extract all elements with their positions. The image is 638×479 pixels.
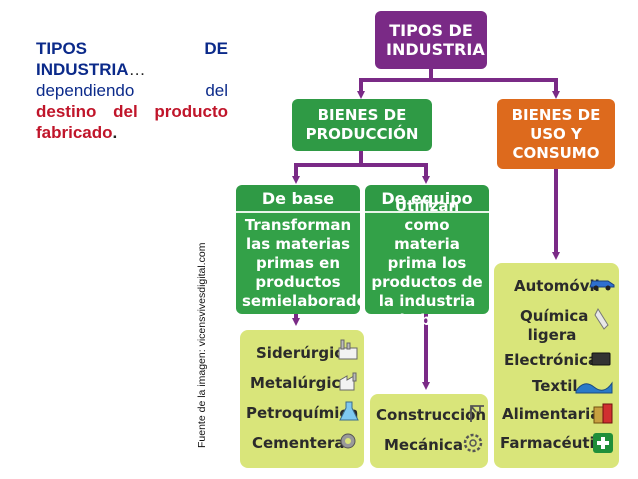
fabric-icon <box>575 381 613 394</box>
equipment-item-mecanica: Mecánica <box>384 436 463 454</box>
consumer-item-automovil: Automóvil <box>514 277 600 295</box>
production-box: BIENES DE PRODUCCIÓN <box>292 99 432 151</box>
base-description-box: Transforman las materias primas en produ… <box>236 213 376 314</box>
test-tube-icon <box>594 307 609 330</box>
root-box: TIPOS DE INDUSTRIA <box>375 11 487 69</box>
base-title: De base <box>261 188 335 208</box>
consumer-items-panel: Automóvil Química ligera Electrónica Tex… <box>494 263 619 468</box>
gear-icon <box>340 433 356 449</box>
base-description: Transforman las materias primas en produ… <box>242 216 376 310</box>
base-item-metalurgica: Metalúrgica <box>250 374 351 392</box>
medical-cross-icon <box>593 433 613 453</box>
consumer-item-alimentaria: Alimentaria <box>502 405 601 423</box>
consumer-item-electronica: Electrónica <box>504 351 599 369</box>
consumer-item-quimica-ligera: Química ligera <box>520 307 589 344</box>
root-label: TIPOS DE INDUSTRIA <box>386 21 485 59</box>
consumer-item-farmaceutica: Farmacéutica <box>500 434 614 452</box>
base-item-cementera: Cementera <box>252 434 345 452</box>
flask-icon <box>339 401 359 421</box>
cans-icon <box>593 403 613 424</box>
crane-icon <box>470 405 484 422</box>
intro-line-4: destino del producto <box>36 102 228 121</box>
cog-icon <box>463 433 483 453</box>
equipment-title: De equipo <box>381 188 473 208</box>
production-label: BIENES DE PRODUCCIÓN <box>305 106 419 143</box>
equipment-items-panel: Construcción Mecánica <box>370 394 488 468</box>
tv-icon <box>591 352 611 366</box>
intro-line-3: dependiendo del <box>36 81 228 100</box>
equipment-description-box: Utilizan como materia prima los producto… <box>365 197 489 329</box>
base-item-siderurgica: Siderúrgica <box>256 344 354 362</box>
factory-icon <box>338 339 358 360</box>
base-items-panel: Siderúrgica Metalúrgica Petroquímica Cem… <box>240 330 364 468</box>
workshop-icon <box>339 372 357 391</box>
intro-text: TIPOS DE INDUSTRIA… dependiendo del dest… <box>36 38 228 143</box>
base-title-box: De base <box>236 185 360 213</box>
car-icon <box>589 280 615 291</box>
base-item-petroquimica: Petroquímica <box>246 404 359 422</box>
equipment-item-construccion: Construcción <box>376 406 487 424</box>
intro-line-1: TIPOS DE <box>36 39 228 58</box>
intro-line-2: INDUSTRIA… <box>36 60 146 79</box>
consumer-box: BIENES DE USO Y CONSUMO <box>497 99 615 169</box>
equipment-description: Utilizan como materia prima los producto… <box>371 197 483 329</box>
consumer-item-textil: Textil <box>532 377 578 395</box>
equipment-title-box: De equipo <box>365 185 489 213</box>
consumer-label: BIENES DE USO Y CONSUMO <box>511 105 601 162</box>
intro-line-5: fabricado. <box>36 123 118 142</box>
